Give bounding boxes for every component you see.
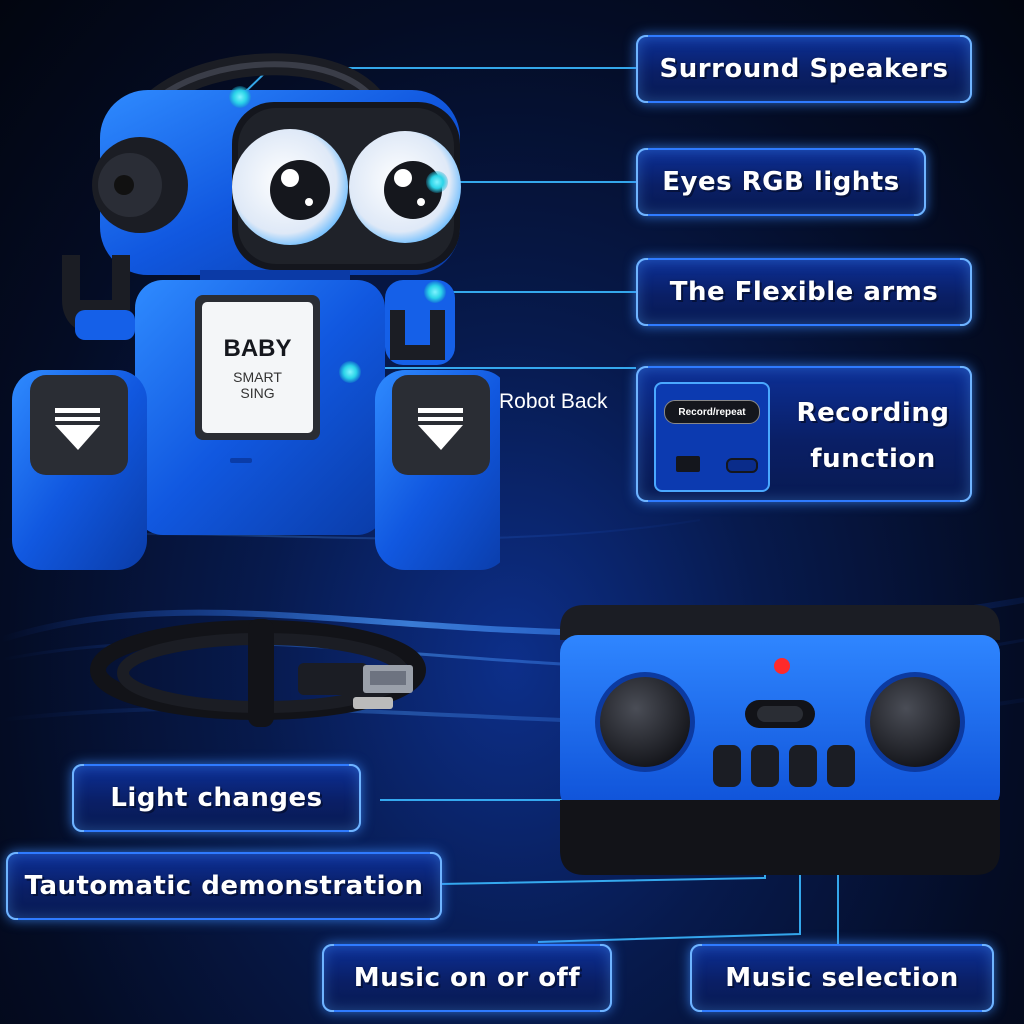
record-button: Record/repeat	[664, 400, 760, 424]
label-music-selection: Music selection	[690, 944, 994, 1012]
usb-cable-image	[90, 619, 426, 727]
recording-panel: Record/repeat Recording function	[636, 366, 972, 502]
label-music-on-off: Music on or off	[322, 944, 612, 1012]
label-flexible-arms: The Flexible arms	[636, 258, 972, 326]
label-auto-demo-text: Tautomatic demonstration	[24, 871, 424, 901]
arms-marker-icon	[424, 281, 446, 303]
robot-screen: BABY SMART SING	[202, 302, 313, 433]
label-eyes-rgb: Eyes RGB lights	[636, 148, 926, 216]
eyes-marker-icon	[426, 171, 448, 193]
robot-back-panel: Record/repeat	[654, 382, 770, 492]
label-surround-speakers: Surround Speakers	[636, 35, 972, 103]
label-flexible-arms-text: The Flexible arms	[669, 277, 939, 307]
label-surround-speakers-text: Surround Speakers	[659, 54, 949, 84]
power-switch-icon	[676, 456, 700, 472]
label-light-changes-text: Light changes	[110, 783, 323, 813]
robot-screen-line2: SMART	[233, 368, 282, 385]
speaker-marker-icon	[229, 86, 251, 108]
robot-image	[12, 53, 500, 570]
label-recording-text-wrap: Recording function	[788, 390, 958, 482]
record-button-text: Record/repeat	[678, 406, 746, 418]
robot-back-caption: Robot Back	[499, 390, 608, 413]
label-eyes-rgb-text: Eyes RGB lights	[662, 167, 900, 197]
label-light-changes: Light changes	[72, 764, 361, 832]
label-recording-text: Recording function	[796, 398, 950, 474]
label-music-selection-text: Music selection	[725, 963, 959, 993]
back-marker-icon	[339, 361, 361, 383]
robot-screen-line1: BABY	[223, 334, 292, 362]
robot-screen-line3: SING	[240, 384, 275, 401]
label-music-on-off-text: Music on or off	[353, 963, 581, 993]
label-auto-demo: Tautomatic demonstration	[6, 852, 442, 920]
usb-c-port-icon	[726, 458, 758, 473]
remote-controller-image	[560, 605, 1000, 875]
